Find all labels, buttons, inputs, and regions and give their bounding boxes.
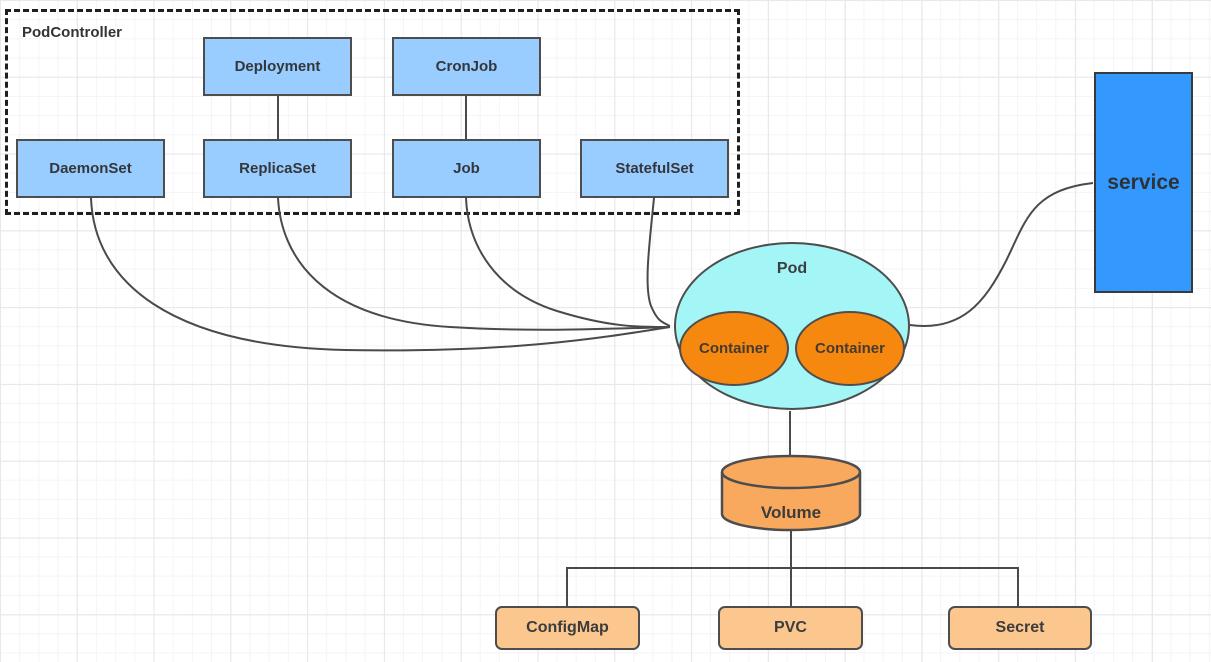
edge-job-pod: [465, 197, 671, 329]
node-daemonset: DaemonSet: [16, 139, 165, 198]
node-secret: Secret: [948, 606, 1092, 650]
node-deployment-label: Deployment: [234, 58, 321, 75]
edge-pod-service: [909, 182, 1094, 327]
node-service: service: [1094, 72, 1193, 293]
node-container-2: Container: [795, 311, 905, 386]
node-statefulset-label: StatefulSet: [615, 160, 694, 177]
node-cronjob: CronJob: [392, 37, 541, 96]
node-secret-label: Secret: [995, 619, 1045, 636]
node-deployment: Deployment: [203, 37, 352, 96]
node-pvc: PVC: [718, 606, 863, 650]
edge-volume-configmap-secret: [566, 567, 1019, 606]
edge-daemonset-pod: [90, 197, 671, 352]
node-configmap-label: ConfigMap: [526, 619, 609, 636]
node-configmap: ConfigMap: [495, 606, 640, 650]
volume-cylinder-rim: [720, 471, 862, 490]
node-replicaset-label: ReplicaSet: [239, 160, 316, 177]
node-job: Job: [392, 139, 541, 198]
node-pvc-label: PVC: [774, 619, 807, 636]
node-replicaset: ReplicaSet: [203, 139, 352, 198]
node-statefulset: StatefulSet: [580, 139, 729, 198]
edge-statefulset-pod: [646, 197, 671, 327]
node-volume-label: Volume: [760, 503, 822, 522]
node-service-label: service: [1107, 170, 1180, 194]
edge-replicaset-pod: [277, 197, 671, 331]
node-container-2-label: Container: [814, 340, 885, 357]
node-cronjob-label: CronJob: [435, 58, 498, 75]
pod-controller-group-label: PodController: [22, 24, 122, 41]
node-container-1-label: Container: [698, 340, 769, 357]
node-daemonset-label: DaemonSet: [49, 160, 132, 177]
node-container-1: Container: [679, 311, 789, 386]
node-job-label: Job: [453, 160, 480, 177]
node-pod-label: Pod: [776, 260, 808, 277]
